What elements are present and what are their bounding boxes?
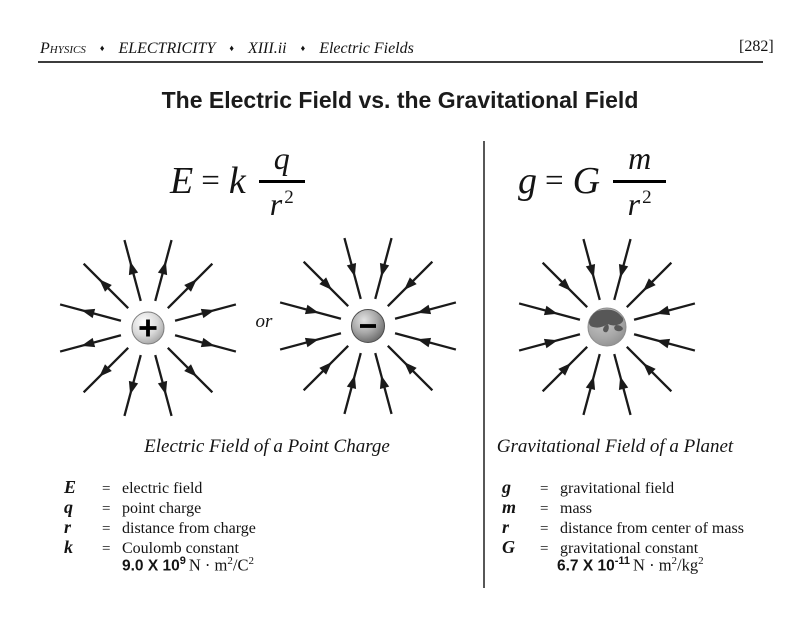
or-label: or: [255, 311, 273, 332]
formula-constant: k: [228, 160, 246, 202]
constant-units: N · m: [633, 555, 672, 575]
diamond-icon: ♦: [229, 42, 234, 53]
definition-row: G = gravitational constant: [502, 537, 744, 557]
column-divider: [483, 141, 485, 588]
description: electric field: [122, 480, 203, 497]
constant-units: /kg: [677, 555, 699, 575]
symbol: k: [64, 537, 73, 557]
breadcrumb-section: XIII.ii: [247, 40, 287, 57]
constant-mantissa: 9.0 X 10: [122, 557, 180, 575]
exponent: 2: [284, 187, 294, 209]
formula-constant: G: [572, 160, 601, 202]
unit-exponent: 2: [248, 555, 254, 567]
electric-definitions: E = electric field q = point charge r = …: [64, 477, 256, 557]
definition-row: r = distance from center of mass: [502, 517, 744, 537]
constant-units: /C: [232, 555, 249, 575]
breadcrumb: Physics ♦ ELECTRICITY ♦ XIII.ii ♦ Electr…: [40, 39, 414, 59]
diamond-icon: ♦: [99, 42, 105, 53]
equals-sign: =: [540, 481, 549, 497]
description: distance from charge: [122, 520, 256, 537]
equals-sign: =: [102, 521, 111, 537]
symbol: r: [502, 517, 510, 537]
description: gravitational constant: [560, 540, 699, 557]
definition-row: q = point charge: [64, 497, 256, 517]
equals-sign: =: [540, 521, 549, 537]
definition-row: r = distance from charge: [64, 517, 256, 537]
fraction-numerator: m: [628, 140, 652, 176]
formula-lhs: g: [518, 160, 537, 202]
symbol: r: [64, 517, 72, 537]
definition-row: g = gravitational field: [502, 477, 744, 497]
positive-charge-field-diagram: [53, 233, 243, 423]
equals-sign: =: [102, 541, 111, 557]
unit-exponent: 2: [698, 555, 704, 567]
symbol: q: [64, 497, 73, 517]
fraction-bar: [613, 180, 667, 183]
symbol: E: [64, 477, 77, 497]
definition-row: E = electric field: [64, 477, 256, 497]
page-title: The Electric Field vs. the Gravitational…: [161, 87, 639, 113]
description: Coulomb constant: [122, 540, 239, 557]
header-rule: [38, 61, 763, 63]
exponent: 2: [642, 187, 652, 209]
description: distance from center of mass: [560, 520, 744, 537]
formula-lhs: E: [170, 160, 194, 202]
equals-sign: =: [540, 541, 549, 557]
description: gravitational field: [560, 480, 675, 497]
equals-sign: =: [545, 162, 564, 199]
equals-sign: =: [540, 501, 549, 517]
symbol: m: [502, 497, 517, 517]
constant-exponent: -11: [614, 555, 631, 567]
unit-exponent: 2: [227, 555, 233, 567]
definition-row: k = Coulomb constant: [64, 537, 256, 557]
fraction-numerator: q: [273, 140, 290, 176]
gravity-diagram-caption: Gravitational Field of a Planet: [496, 436, 734, 457]
breadcrumb-topic: Electric Fields: [319, 40, 414, 57]
negative-charge-field-diagram: [273, 231, 463, 421]
symbol: G: [502, 537, 515, 557]
planet-gravity-field-diagram: [512, 232, 702, 422]
breadcrumb-electricity: ELECTRICITY: [118, 40, 216, 57]
constant-mantissa: 6.7 X 10: [557, 557, 615, 575]
page-number: [282]: [739, 38, 774, 55]
equals-sign: =: [201, 162, 220, 199]
equals-sign: =: [102, 481, 111, 497]
definition-row: m = mass: [502, 497, 744, 517]
description: mass: [560, 500, 592, 517]
breadcrumb-physics: Physics: [40, 40, 86, 57]
electric-diagram-caption: Electric Field of a Point Charge: [144, 436, 390, 457]
unit-exponent: 2: [671, 555, 678, 567]
gravity-definitions: g = gravitational field m = mass r = dis…: [502, 477, 744, 557]
description: point charge: [122, 500, 202, 517]
constant-exponent: 9: [179, 555, 186, 567]
equals-sign: =: [102, 501, 111, 517]
constant-units: N · m: [188, 555, 228, 575]
fraction-bar: [258, 180, 305, 183]
symbol: g: [502, 477, 511, 497]
diamond-icon: ♦: [300, 42, 306, 53]
